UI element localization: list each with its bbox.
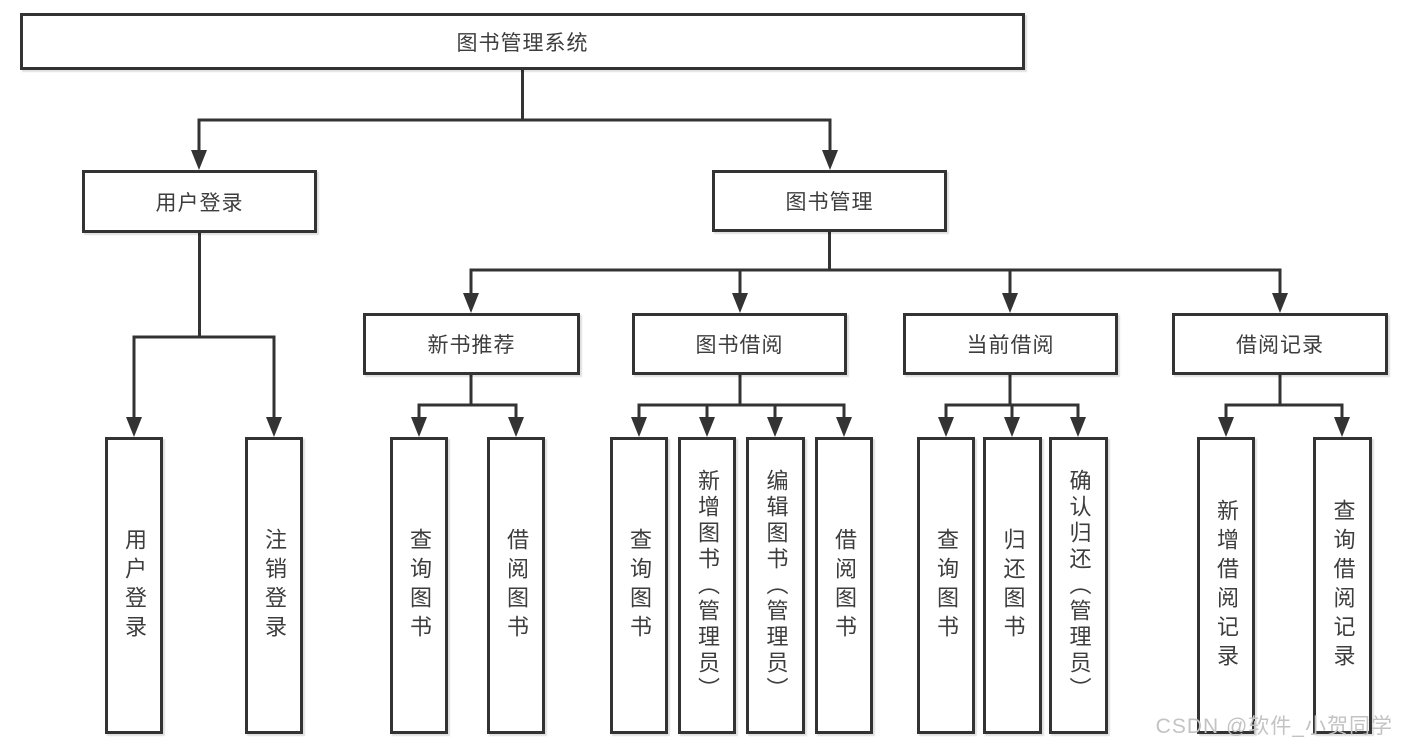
leaf-borrow-books-recommend: 借阅图书 (487, 437, 545, 734)
node-label: 借阅图书 (832, 527, 857, 644)
node-label: 新书推荐 (427, 334, 516, 357)
leaf-return-books: 归还图书 (983, 437, 1042, 734)
node-label: 查询图书 (627, 527, 652, 644)
leaf-query-books-recommend: 查询图书 (390, 437, 448, 734)
node-book-management: 图书管理 (712, 170, 947, 232)
leaf-add-borrow-record: 新增借阅记录 (1197, 437, 1255, 734)
leaf-logout: 注销登录 (245, 437, 303, 734)
node-label: 当前借阅 (966, 334, 1055, 357)
leaf-user-login: 用户登录 (105, 437, 163, 734)
leaf-query-borrow-record: 查询借阅记录 (1313, 437, 1372, 734)
leaf-query-books-borrow: 查询图书 (610, 437, 668, 734)
node-label: 归还图书 (1000, 527, 1026, 644)
node-root: 图书管理系统 (20, 13, 1025, 70)
node-label: 新增借阅记录 (1214, 498, 1239, 673)
node-label: 借阅图书 (504, 527, 529, 644)
leaf-edit-book-admin: 编辑图书（管理员） (746, 437, 805, 734)
node-label: 编辑图书（管理员） (763, 468, 789, 703)
node-label: 图书借阅 (695, 334, 784, 357)
leaf-query-books-current: 查询图书 (917, 437, 975, 734)
node-current-borrowing: 当前借阅 (903, 313, 1118, 375)
node-label: 新增图书（管理员） (695, 468, 720, 703)
node-borrowing-records: 借阅记录 (1172, 313, 1388, 375)
node-book-borrowing: 图书借阅 (632, 313, 847, 375)
node-label: 确认归还（管理员） (1066, 468, 1092, 703)
node-label: 借阅记录 (1236, 334, 1324, 357)
watermark: CSDN @软件_小贺同学 (1155, 715, 1393, 738)
node-new-book-recommendation: 新书推荐 (363, 313, 580, 375)
node-user-login: 用户登录 (82, 170, 317, 233)
node-label: 用户登录 (122, 527, 147, 644)
leaf-add-book-admin: 新增图书（管理员） (678, 437, 736, 734)
node-label: 图书管理系统 (456, 31, 589, 55)
node-label: 注销登录 (262, 527, 287, 644)
leaf-confirm-return-admin: 确认归还（管理员） (1049, 437, 1108, 734)
node-label: 用户登录 (155, 191, 244, 215)
node-label: 查询借阅记录 (1330, 498, 1356, 673)
node-label: 查询图书 (934, 527, 959, 644)
node-label: 查询图书 (407, 527, 432, 644)
node-label: 图书管理 (785, 191, 874, 214)
leaf-borrow-books: 借阅图书 (815, 437, 873, 734)
